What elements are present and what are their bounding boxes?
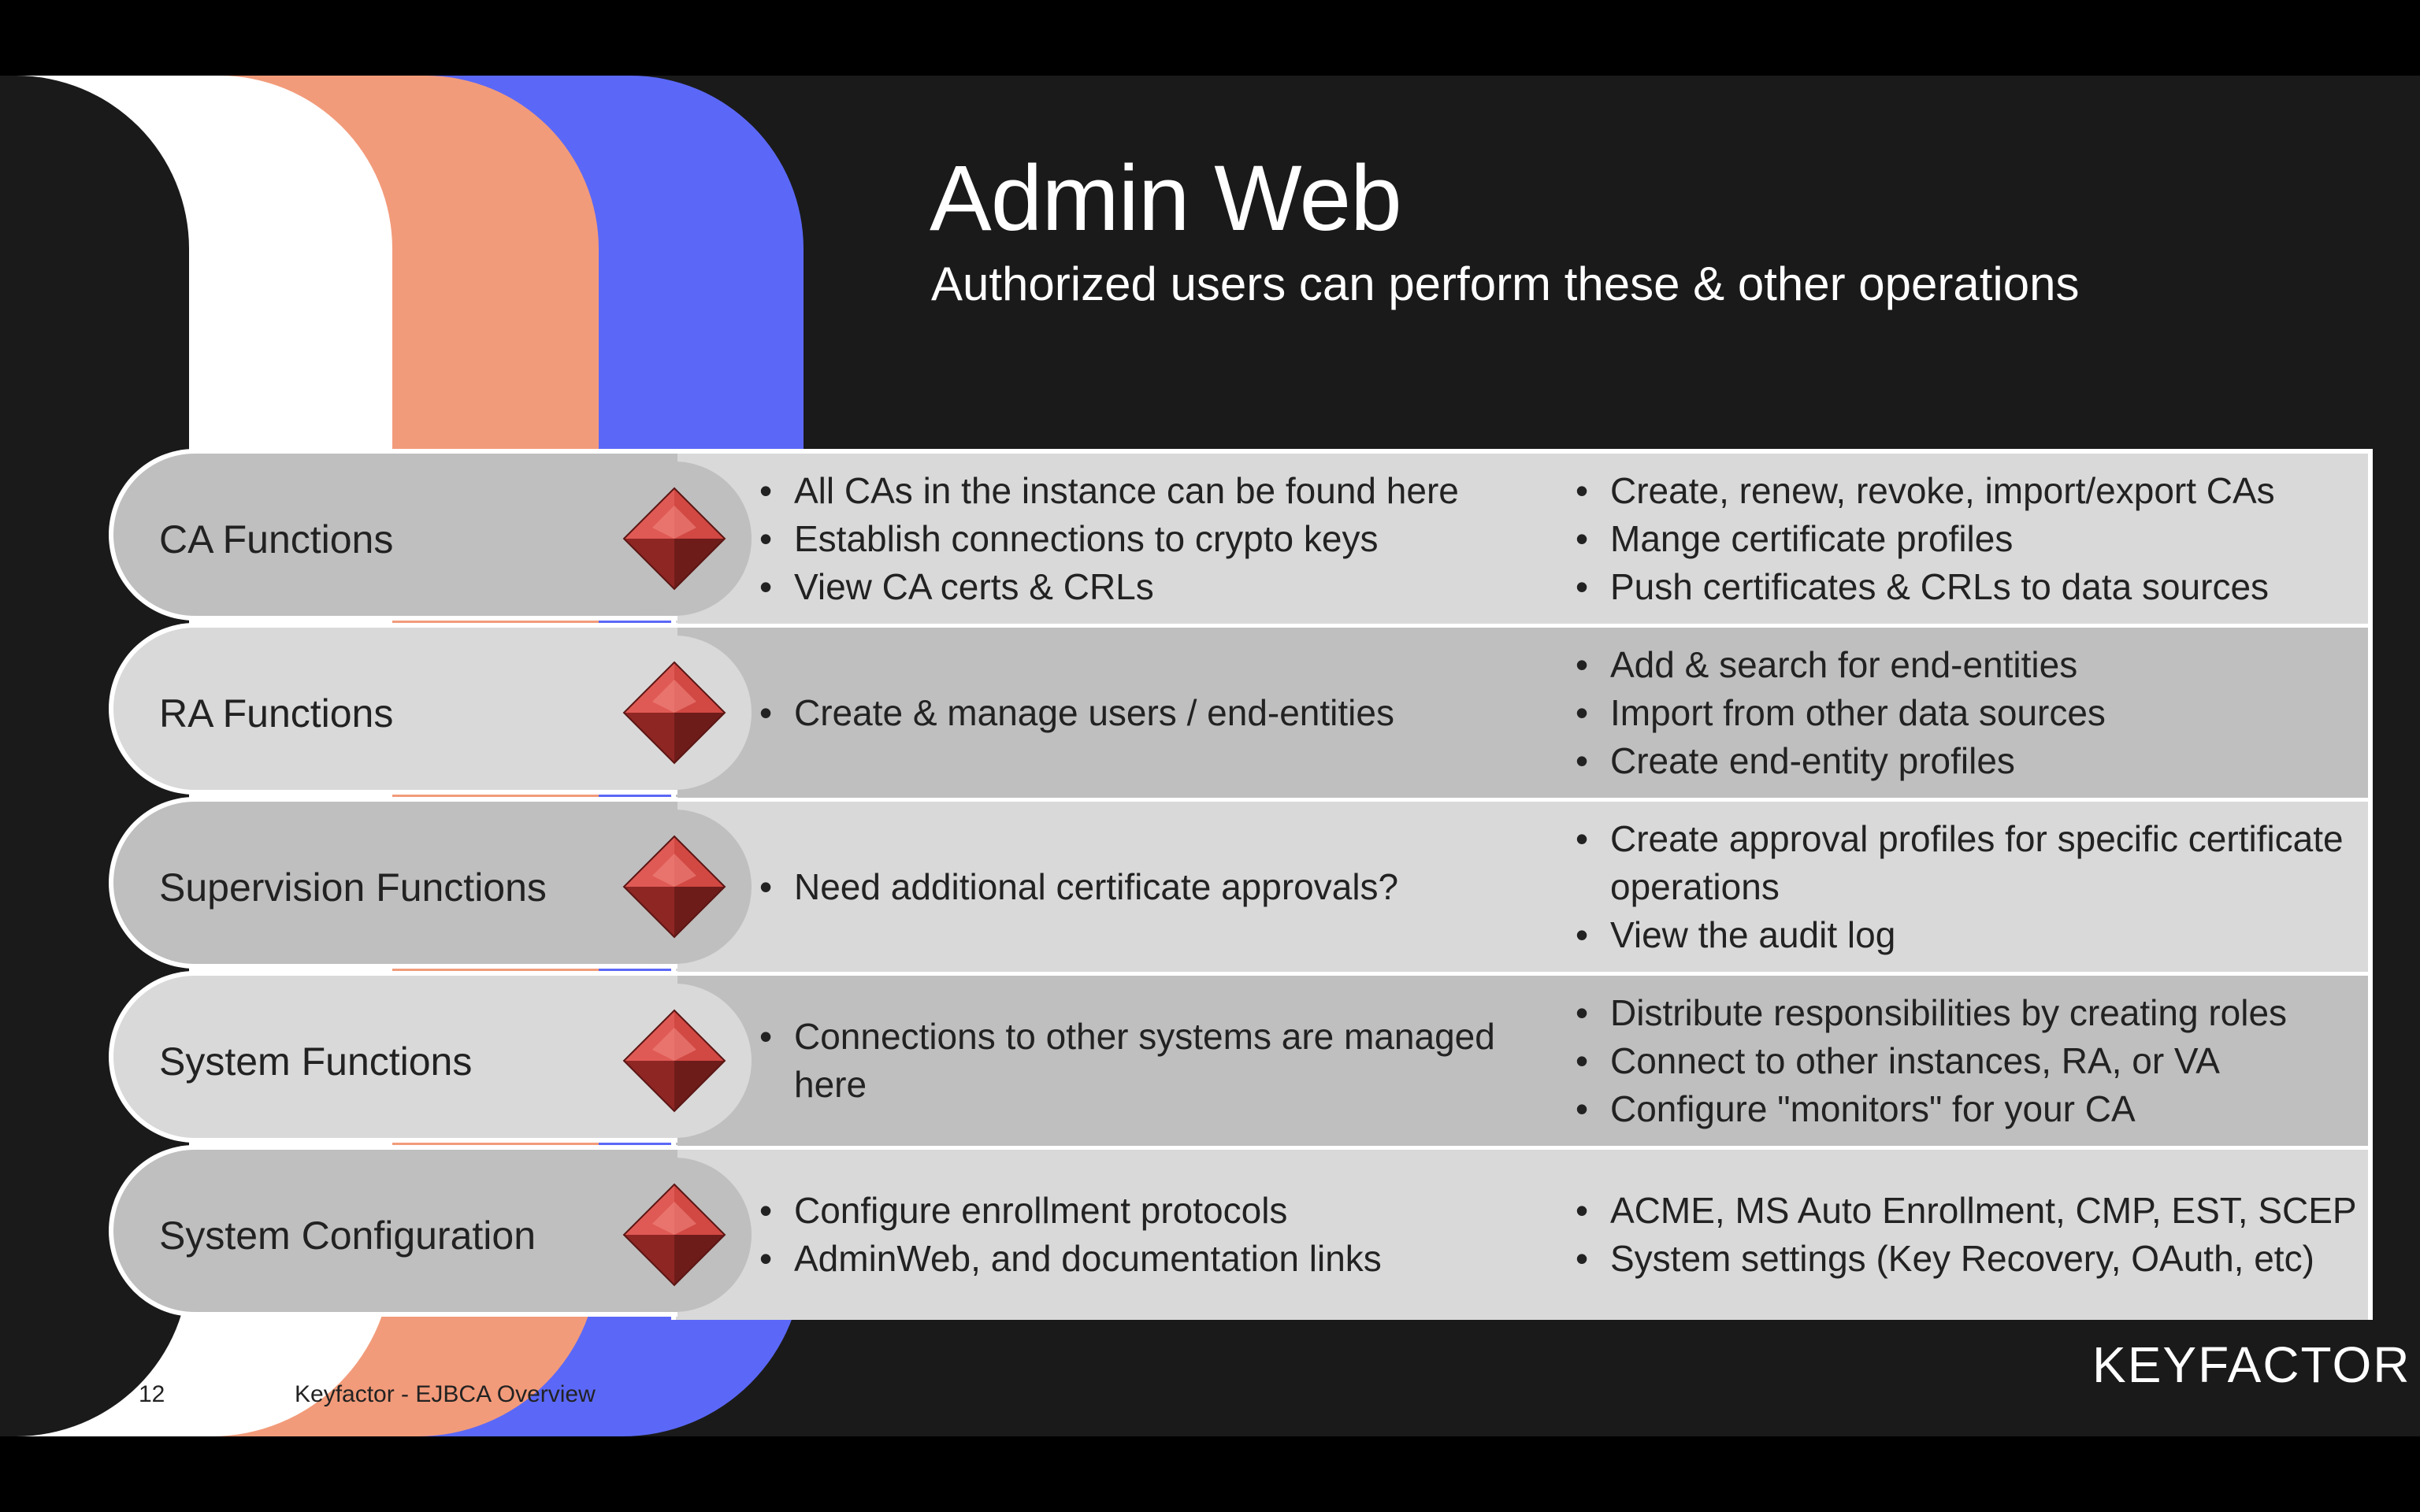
bullet-item: Configure enrollment protocols — [759, 1187, 1516, 1235]
bullet-item: Distribute responsibilities by creating … — [1576, 989, 2363, 1037]
red-diamond-gem-icon — [622, 1009, 726, 1113]
column-b-list: Add & search for end-entitiesImport from… — [1576, 628, 2363, 798]
column-b-list: ACME, MS Auto Enrollment, CMP, EST, SCEP… — [1576, 1150, 2363, 1320]
bullet-item: Create approval profiles for specific ce… — [1576, 815, 2363, 911]
bullet-item: Connect to other instances, RA, or VA — [1576, 1037, 2363, 1085]
function-label-background: System Functions — [113, 976, 677, 1138]
function-row: Need additional certificate approvals? C… — [676, 802, 2368, 972]
red-diamond-gem-icon — [622, 835, 726, 939]
bullet-item: Need additional certificate approvals? — [759, 863, 1516, 911]
page-number: 12 — [139, 1381, 165, 1407]
bullet-item: View CA certs & CRLs — [759, 563, 1516, 611]
function-label: System Functions — [159, 1040, 473, 1084]
bullet-item: ACME, MS Auto Enrollment, CMP, EST, SCEP — [1576, 1187, 2363, 1235]
function-label-pill: CA Functions — [109, 449, 677, 621]
bullet-item: Create & manage users / end-entities — [759, 689, 1516, 737]
bullet-item: Connections to other systems are managed… — [759, 1013, 1516, 1109]
column-b-list: Create, renew, revoke, import/export CAs… — [1576, 454, 2363, 624]
bullet-item: Create, renew, revoke, import/export CAs — [1576, 467, 2363, 515]
column-a-list: All CAs in the instance can be found her… — [759, 454, 1516, 624]
function-row: Create & manage users / end-entities Add… — [676, 628, 2368, 798]
red-diamond-gem-icon — [622, 487, 726, 591]
function-label: CA Functions — [159, 517, 394, 561]
function-row: All CAs in the instance can be found her… — [676, 454, 2368, 624]
red-diamond-gem-icon — [622, 661, 726, 765]
keyfactor-logo: KEYFACTOR — [2092, 1336, 2411, 1393]
column-a-list: Need additional certificate approvals? — [759, 802, 1516, 972]
bullet-item: Mange certificate profiles — [1576, 515, 2363, 563]
function-label-pill: Supervision Functions — [109, 797, 677, 969]
function-label: RA Functions — [159, 691, 394, 736]
function-row: Connections to other systems are managed… — [676, 976, 2368, 1146]
column-b-list: Create approval profiles for specific ce… — [1576, 802, 2363, 972]
function-label-pill: RA Functions — [109, 623, 677, 795]
bullet-item: Add & search for end-entities — [1576, 641, 2363, 689]
bullet-item: AdminWeb, and documentation links — [759, 1235, 1516, 1283]
red-diamond-gem-icon — [622, 1183, 726, 1287]
gem-circle — [597, 810, 752, 964]
gem-circle — [597, 636, 752, 790]
column-b-list: Distribute responsibilities by creating … — [1576, 976, 2363, 1146]
slide: Admin Web Authorized users can perform t… — [0, 76, 2420, 1436]
function-label: System Configuration — [159, 1214, 536, 1258]
bullet-item: Push certificates & CRLs to data sources — [1576, 563, 2363, 611]
bullet-item: Configure "monitors" for your CA — [1576, 1085, 2363, 1133]
column-a-list: Create & manage users / end-entities — [759, 628, 1516, 798]
bullet-item: Establish connections to crypto keys — [759, 515, 1516, 563]
function-label-background: RA Functions — [113, 628, 677, 790]
bullet-item: System settings (Key Recovery, OAuth, et… — [1576, 1235, 2363, 1283]
gem-circle — [597, 984, 752, 1138]
bullet-item: All CAs in the instance can be found her… — [759, 467, 1516, 515]
bullet-item: Create end-entity profiles — [1576, 737, 2363, 785]
function-label-background: System Configuration — [113, 1150, 677, 1312]
function-label-background: Supervision Functions — [113, 802, 677, 964]
bullet-item: Import from other data sources — [1576, 689, 2363, 737]
column-a-list: Configure enrollment protocolsAdminWeb, … — [759, 1150, 1516, 1320]
function-label-pill: System Configuration — [109, 1145, 677, 1317]
function-label-background: CA Functions — [113, 454, 677, 616]
gem-circle — [597, 1158, 752, 1312]
slide-subtitle: Authorized users can perform these & oth… — [931, 258, 2080, 310]
footer-text: Keyfactor - EJBCA Overview — [295, 1381, 596, 1407]
function-label-pill: System Functions — [109, 971, 677, 1143]
column-a-list: Connections to other systems are managed… — [759, 976, 1516, 1146]
function-row: Configure enrollment protocolsAdminWeb, … — [676, 1150, 2368, 1320]
bullet-item: View the audit log — [1576, 911, 2363, 959]
slide-title: Admin Web — [930, 146, 1402, 250]
gem-circle — [597, 461, 752, 616]
function-label: Supervision Functions — [159, 865, 547, 910]
